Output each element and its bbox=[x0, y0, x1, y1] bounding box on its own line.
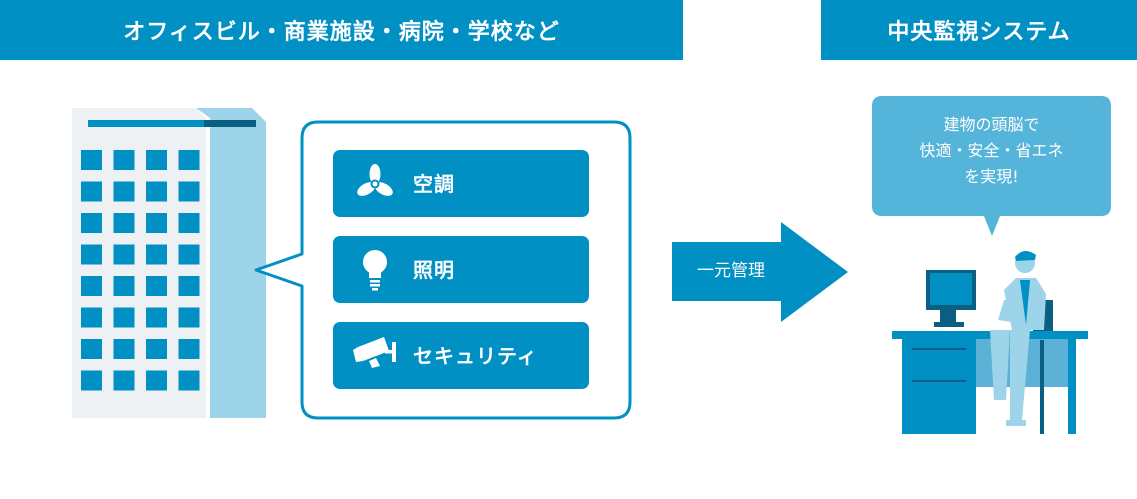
building-window bbox=[113, 370, 135, 391]
header-left: オフィスビル・商業施設・病院・学校など bbox=[0, 0, 683, 60]
speech-bubble bbox=[872, 96, 1111, 236]
building-window bbox=[178, 339, 200, 359]
building-window bbox=[81, 370, 102, 391]
speech-line-3: を実現! bbox=[964, 167, 1019, 186]
building-window bbox=[113, 307, 135, 328]
building-window bbox=[178, 150, 200, 170]
service-label-aircon: 空調 bbox=[413, 172, 455, 196]
light-bulb-icon bbox=[363, 250, 387, 291]
building-window bbox=[146, 370, 167, 391]
building-window bbox=[178, 276, 200, 296]
building-window bbox=[146, 339, 167, 359]
building-window bbox=[81, 213, 102, 233]
service-label-lighting: 照明 bbox=[413, 258, 455, 282]
building-window bbox=[81, 307, 102, 328]
service-box-aircon bbox=[333, 150, 589, 217]
speech-line-1: 建物の頭脳で bbox=[943, 115, 1040, 134]
building-window bbox=[178, 213, 200, 233]
service-box-security bbox=[333, 322, 589, 389]
building-window bbox=[81, 339, 102, 359]
service-box-lighting bbox=[333, 236, 589, 303]
building-window bbox=[113, 213, 135, 233]
security-camera-icon bbox=[353, 337, 396, 368]
fan-icon bbox=[357, 164, 393, 196]
building-window bbox=[178, 181, 200, 202]
header-right: 中央監視システム bbox=[821, 0, 1137, 60]
building-window bbox=[81, 150, 102, 170]
building-window bbox=[146, 150, 167, 170]
building-window bbox=[81, 276, 102, 296]
service-label-security: セキュリティ bbox=[413, 344, 538, 368]
management-arrow bbox=[672, 222, 848, 322]
building-window bbox=[146, 181, 167, 202]
building-window bbox=[146, 244, 167, 265]
building-window bbox=[178, 244, 200, 265]
building-window bbox=[178, 370, 200, 391]
building-window bbox=[113, 244, 135, 265]
building-window bbox=[146, 213, 167, 233]
arrow-label: 一元管理 bbox=[697, 261, 765, 281]
building-window bbox=[81, 181, 102, 202]
building-window bbox=[113, 181, 135, 202]
building-window bbox=[113, 339, 135, 359]
building-window bbox=[113, 150, 135, 170]
building-window bbox=[113, 276, 135, 296]
operator-illustration bbox=[892, 250, 1088, 434]
building-window bbox=[146, 276, 167, 296]
speech-text: 建物の頭脳で 快適・安全・省エネ を実現! bbox=[872, 112, 1111, 190]
speech-line-2: 快適・安全・省エネ bbox=[919, 141, 1064, 160]
building-windows bbox=[81, 150, 200, 391]
building-window bbox=[178, 307, 200, 328]
building-window bbox=[146, 307, 167, 328]
building-illustration bbox=[72, 108, 266, 418]
building-window bbox=[81, 244, 102, 265]
